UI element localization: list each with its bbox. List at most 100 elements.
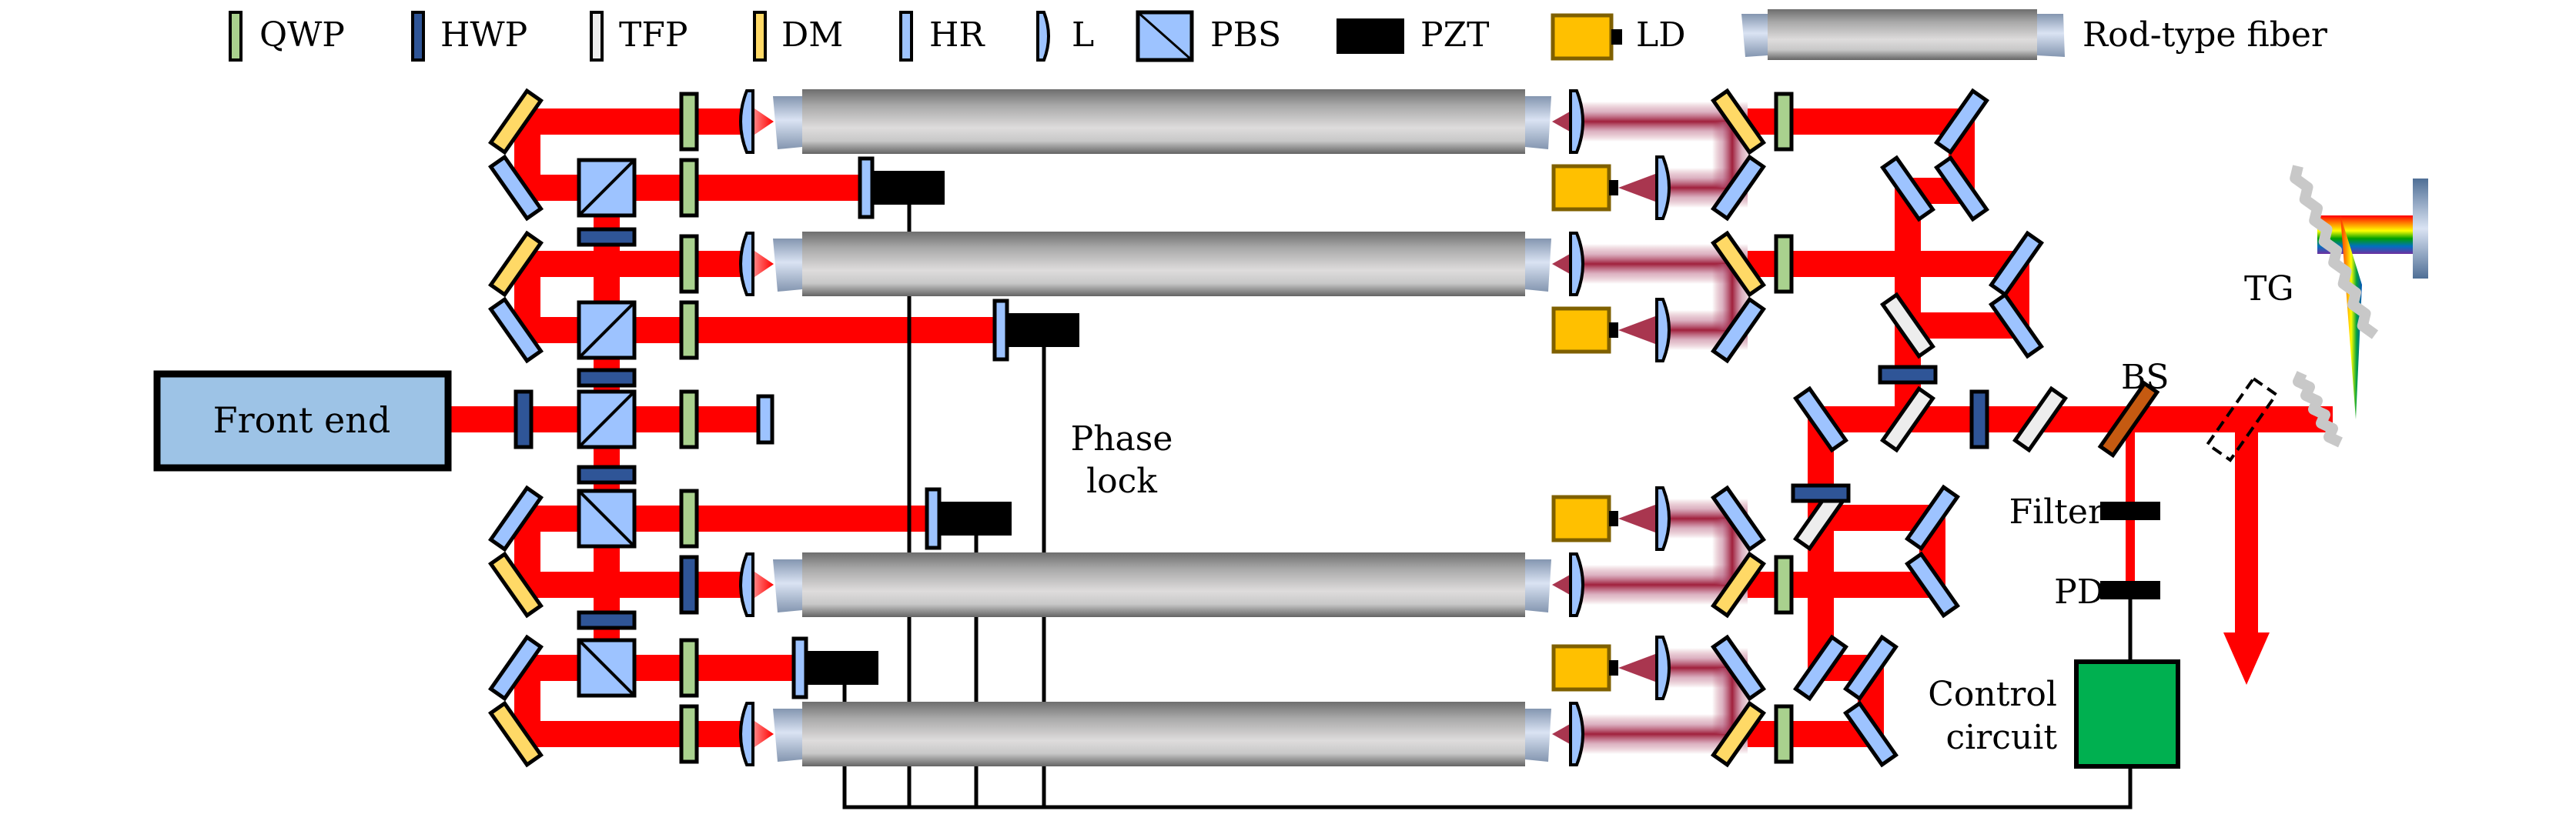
ld-body [1551, 164, 1611, 212]
dichroic-mirror-body [487, 700, 544, 768]
pd-label: PD [2054, 572, 2104, 612]
quarter-wave-plate-body [679, 158, 699, 218]
quarter-wave-plate [679, 92, 699, 152]
rod-type-fiber [773, 89, 1551, 154]
dichroic-mirror-body [1710, 88, 1767, 155]
legend-pbs-diagonal [1137, 11, 1193, 62]
quarter-wave-plate [679, 300, 699, 360]
legend-rod-cap [1741, 14, 1768, 57]
fiber-end-cap [1525, 559, 1551, 612]
legend-label-hwp: HWP [440, 15, 527, 55]
rod-type-fiber [773, 232, 1551, 296]
half-wave-plate [514, 389, 534, 449]
polarizing-beam-splitter [577, 638, 637, 698]
lens-body [1655, 486, 1671, 551]
removable-mirror [2205, 376, 2279, 462]
fiber-end-cap [1525, 709, 1551, 762]
hr-mirror-body [1710, 296, 1767, 364]
ld-emitter [1609, 322, 1618, 338]
half-wave-plate-body [1791, 483, 1851, 503]
hr-mirror-body [487, 634, 544, 702]
quarter-wave-plate [679, 489, 699, 549]
pump-cone [1618, 316, 1655, 344]
hr-mirror-body [1710, 485, 1767, 552]
filter-label: Filter [2009, 492, 2105, 532]
pump-cone [1618, 505, 1655, 532]
laser-beam [514, 251, 747, 343]
legend-label-lens: L [1072, 15, 1094, 55]
diagram-labels: Front end Phase lock BS TG Filter PD Con… [213, 269, 2294, 757]
legend-rod-cap [2037, 14, 2065, 57]
filter [2100, 502, 2160, 520]
legend-hr-icon [899, 11, 913, 62]
phase-lock-label-line1: Phase [1071, 419, 1173, 459]
pzt-mirror [791, 636, 808, 699]
quarter-wave-plate [679, 704, 699, 764]
dichroic-mirror-body [1710, 551, 1767, 619]
lens-body [1569, 552, 1584, 617]
hr-mirror-body [487, 296, 544, 364]
hr-mirror [1988, 292, 2045, 359]
lens [1569, 89, 1584, 154]
laser-beam [1748, 505, 1945, 598]
half-wave-plate [577, 465, 637, 485]
focused-beam [754, 251, 774, 277]
lens [1569, 702, 1584, 766]
fiber-body [802, 89, 1525, 154]
pbs-diagonal [577, 489, 636, 548]
laser-beam [1748, 251, 2029, 339]
laser-beams [448, 108, 2425, 747]
hr-mirror [1710, 634, 1767, 702]
control-circuit-label-line2: circuit [1946, 718, 2058, 757]
pbs-diagonal [577, 639, 636, 697]
half-wave-plate-body [577, 610, 637, 630]
fiber-end-cap [773, 709, 802, 762]
fiber-end-cap [1525, 96, 1551, 149]
pzt-mirror-body [925, 487, 942, 550]
laser-diode [1551, 644, 1618, 692]
half-wave-plate [577, 368, 637, 388]
quarter-wave-plate-body [679, 638, 699, 698]
legend-label-pbs: PBS [1210, 15, 1281, 55]
beam-splitter-body [2097, 380, 2160, 459]
dichroic-mirror-body [487, 230, 544, 298]
thin-film-polarizer [1879, 385, 1936, 453]
pzt-actuator [808, 651, 878, 685]
legend-dm-icon [753, 11, 767, 62]
hr-mirror [1933, 88, 1990, 155]
half-wave-plate-body [577, 227, 637, 247]
lens-body [1655, 155, 1671, 220]
hr-mirror [487, 634, 544, 702]
polarizing-beam-splitter [577, 300, 637, 360]
hr-mirror [1842, 700, 1899, 768]
quarter-wave-plate-body [679, 704, 699, 764]
bs-label: BS [2121, 358, 2169, 397]
hr-mirror [487, 485, 544, 552]
laser-diode [1551, 164, 1618, 212]
rod-type-fiber [773, 702, 1551, 766]
laser-diode [1551, 495, 1618, 542]
pzt-actuator [941, 502, 1012, 536]
hr-mirror [1904, 484, 1961, 552]
legend-lens-icon [1036, 11, 1050, 62]
ld-emitter [1609, 511, 1618, 526]
pbs-diagonal [577, 301, 636, 359]
quarter-wave-plate-body [679, 489, 699, 549]
quarter-wave-plate [1774, 234, 1794, 294]
pzt-mirror-body [791, 636, 808, 699]
focused-beam [754, 721, 774, 747]
polarizing-beam-splitter [577, 389, 637, 449]
dichroic-mirror-body [1710, 230, 1767, 298]
quarter-wave-plate-body [1774, 92, 1794, 152]
dichroic-mirror [487, 88, 544, 155]
quarter-wave-plate [679, 389, 699, 449]
legend-label-hr: HR [929, 15, 985, 55]
quarter-wave-plate-body [679, 92, 699, 152]
focused-beam [754, 572, 774, 598]
half-wave-plate-body [1969, 389, 1989, 449]
rod-type-fiber [773, 552, 1551, 617]
hr-mirror [1792, 385, 1849, 453]
half-wave-plate [577, 227, 637, 247]
